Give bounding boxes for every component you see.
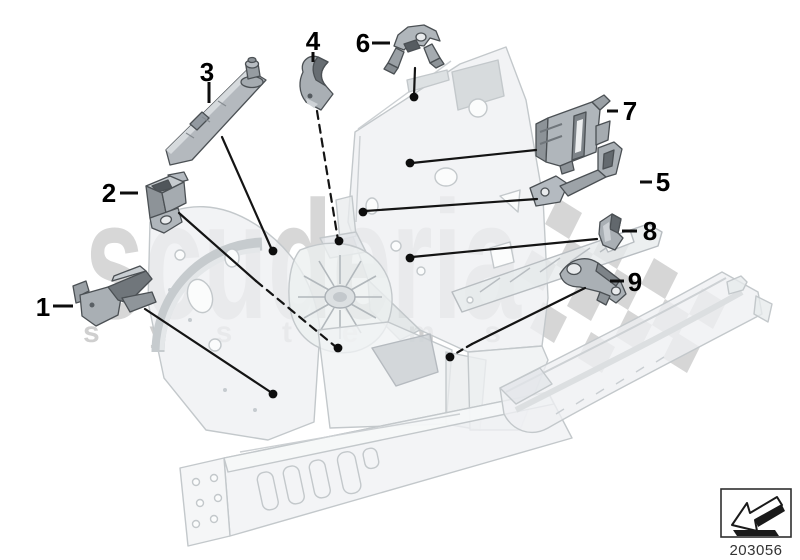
callout-ticks — [53, 41, 652, 308]
part-5-z-bracket — [529, 141, 623, 207]
body-structure — [147, 46, 773, 547]
part-callout-1[interactable]: 1 — [36, 292, 50, 322]
part-6-clamp-bracket — [383, 24, 445, 75]
part-callout-4[interactable]: 4 — [306, 26, 321, 56]
part-callout-5[interactable]: 5 — [656, 167, 670, 197]
part-callout-2[interactable]: 2 — [102, 178, 116, 208]
direction-indicator: 203056 — [720, 488, 792, 559]
part-8-clip-bracket — [598, 213, 624, 251]
part-1-engine-mount-bracket — [72, 265, 157, 327]
diagram-number: 203056 — [729, 542, 782, 559]
part-2-support-bracket — [145, 171, 189, 234]
part-callout-9[interactable]: 9 — [628, 267, 642, 297]
part-callout-3[interactable]: 3 — [200, 57, 214, 87]
part-callout-7[interactable]: 7 — [623, 96, 637, 126]
part-callout-8[interactable]: 8 — [643, 216, 657, 246]
part-callout-6[interactable]: 6 — [356, 28, 370, 58]
leader-dots — [268, 92, 455, 399]
part-9-strap-bracket — [559, 258, 627, 306]
leader-lines — [143, 66, 599, 395]
direction-arrow-down-left-icon — [731, 496, 785, 536]
part-3-reinforcement-plate — [165, 56, 267, 166]
part-7-box-bracket — [535, 94, 611, 175]
part-4-hook-bracket — [299, 55, 334, 111]
